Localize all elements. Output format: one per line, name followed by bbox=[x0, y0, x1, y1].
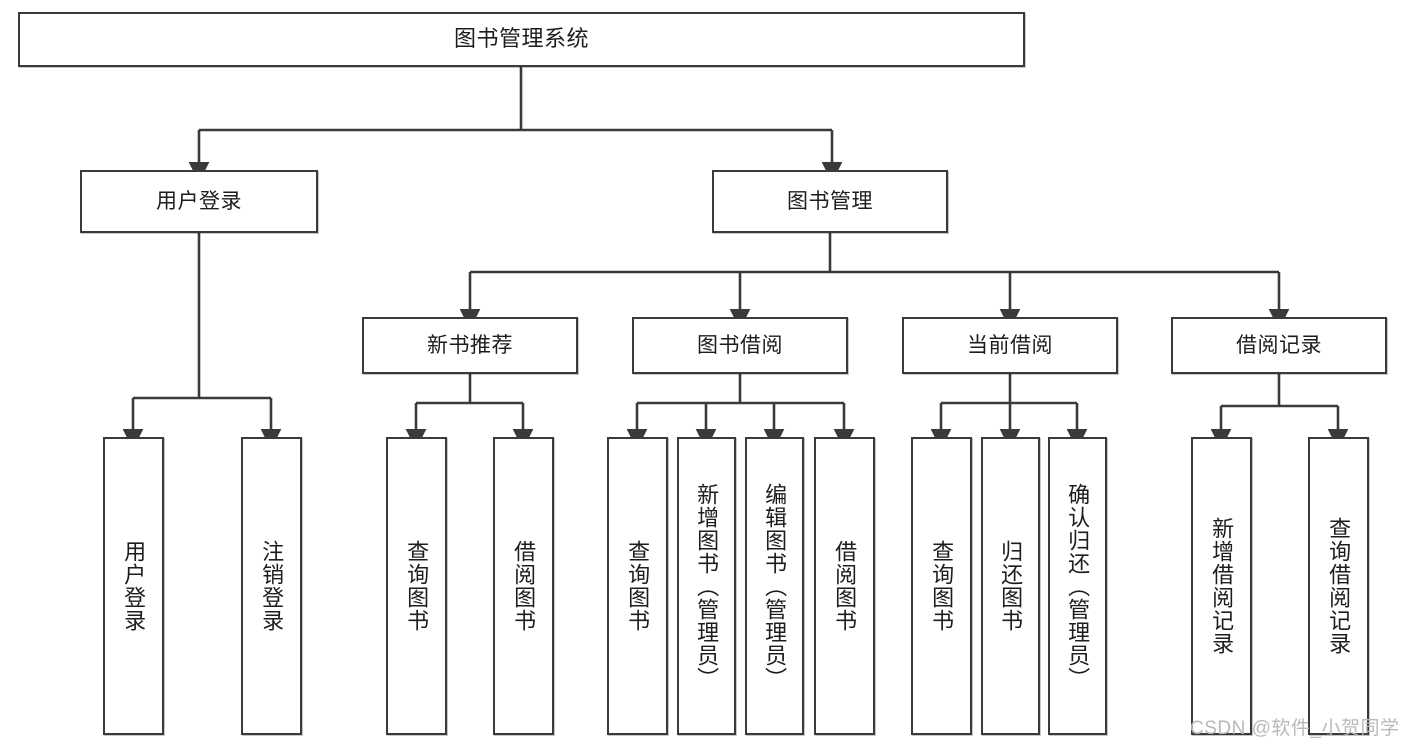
leaf-node-return-book[interactable]: 归还图书 bbox=[981, 437, 1040, 735]
node-label: 查询图书 bbox=[929, 540, 955, 632]
node-book-management[interactable]: 图书管理 bbox=[712, 170, 948, 233]
node-label: 图书管理系统 bbox=[453, 26, 589, 52]
leaf-node-user-login[interactable]: 用户登录 bbox=[103, 437, 164, 735]
node-label: 用户登录 bbox=[156, 189, 242, 213]
node-current-borrowing[interactable]: 当前借阅 bbox=[902, 317, 1118, 374]
node-label: 新增图书（管理员） bbox=[694, 482, 720, 690]
leaf-node-borrow-book-borrowing[interactable]: 借阅图书 bbox=[814, 437, 875, 735]
node-label: 图书借阅 bbox=[697, 333, 783, 357]
node-label: 图书管理 bbox=[787, 189, 873, 213]
node-label: 新增借阅记录 bbox=[1209, 517, 1235, 655]
node-label: 当前借阅 bbox=[967, 333, 1053, 357]
node-label: 查询图书 bbox=[404, 540, 430, 632]
node-new-book-recommendation[interactable]: 新书推荐 bbox=[362, 317, 578, 374]
node-label: 借阅图书 bbox=[511, 540, 537, 632]
node-label: 查询图书 bbox=[625, 540, 651, 632]
leaf-node-confirm-return-admin[interactable]: 确认归还（管理员） bbox=[1048, 437, 1107, 735]
node-book-borrowing[interactable]: 图书借阅 bbox=[632, 317, 848, 374]
leaf-node-borrow-book-newbook[interactable]: 借阅图书 bbox=[493, 437, 554, 735]
leaf-node-add-book-admin[interactable]: 新增图书（管理员） bbox=[677, 437, 736, 735]
leaf-node-logout[interactable]: 注销登录 bbox=[241, 437, 302, 735]
leaf-node-query-book-borrowing[interactable]: 查询图书 bbox=[607, 437, 668, 735]
node-label: 编辑图书（管理员） bbox=[762, 482, 788, 690]
leaf-node-query-book-current[interactable]: 查询图书 bbox=[911, 437, 972, 735]
node-user-login[interactable]: 用户登录 bbox=[80, 170, 318, 233]
node-label: 归还图书 bbox=[998, 540, 1024, 632]
node-label: 借阅图书 bbox=[832, 540, 858, 632]
node-label: 新书推荐 bbox=[427, 333, 513, 357]
leaf-node-query-borrow-record[interactable]: 查询借阅记录 bbox=[1308, 437, 1369, 735]
node-label: 用户登录 bbox=[121, 540, 147, 632]
leaf-node-query-book-newbook[interactable]: 查询图书 bbox=[386, 437, 447, 735]
leaf-node-add-borrow-record[interactable]: 新增借阅记录 bbox=[1191, 437, 1252, 735]
csdn-watermark: CSDN @软件_小贺同学 bbox=[1190, 718, 1400, 739]
node-borrowing-records[interactable]: 借阅记录 bbox=[1171, 317, 1387, 374]
node-root-book-management-system[interactable]: 图书管理系统 bbox=[18, 12, 1025, 67]
leaf-node-edit-book-admin[interactable]: 编辑图书（管理员） bbox=[745, 437, 804, 735]
node-label: 注销登录 bbox=[259, 540, 285, 632]
node-label: 借阅记录 bbox=[1236, 333, 1322, 357]
node-label: 查询借阅记录 bbox=[1326, 517, 1352, 655]
node-label: 确认归还（管理员） bbox=[1065, 482, 1091, 690]
